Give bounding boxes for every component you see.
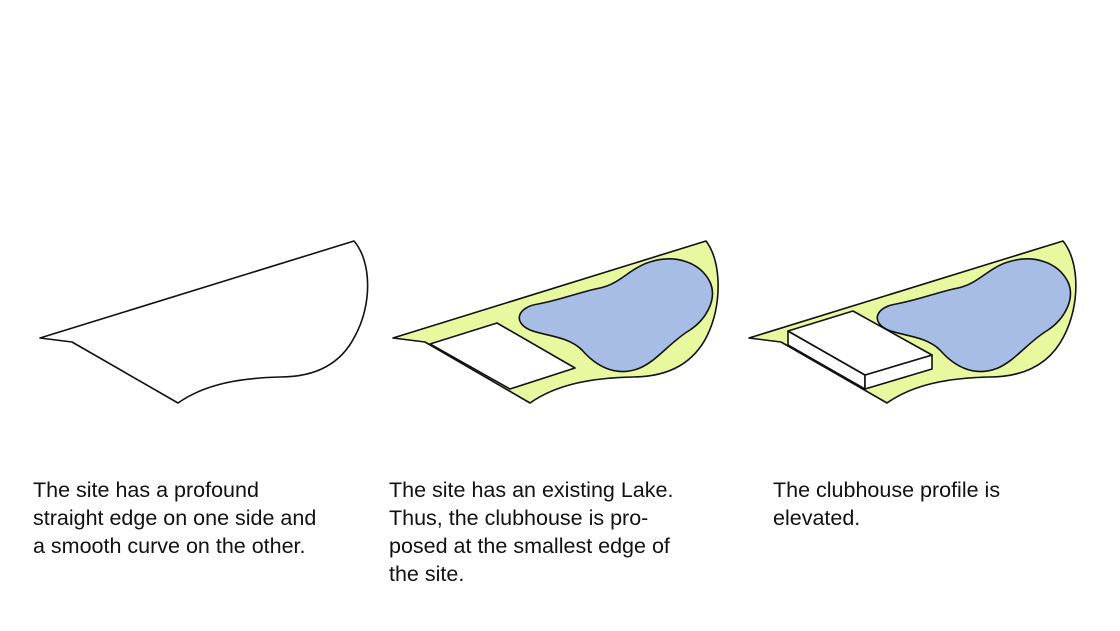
caption-site-with-lake: The site has an existing Lake. Thus, the… xyxy=(389,478,674,586)
elevated-clubhouse xyxy=(787,310,933,390)
panel-elevated-clubhouse xyxy=(748,240,1077,404)
caption-site-outline: The site has a profound straight edge on… xyxy=(33,478,317,558)
clubhouse-roof xyxy=(787,310,933,376)
clubhouse-footprint xyxy=(429,322,576,390)
lake xyxy=(876,258,1072,373)
site-boundary xyxy=(39,240,369,404)
panel-site-outline xyxy=(39,240,369,404)
caption-elevated-clubhouse: The clubhouse profile is elevated. xyxy=(773,478,1001,530)
panel-site-with-lake xyxy=(392,240,719,404)
lake xyxy=(518,258,714,373)
